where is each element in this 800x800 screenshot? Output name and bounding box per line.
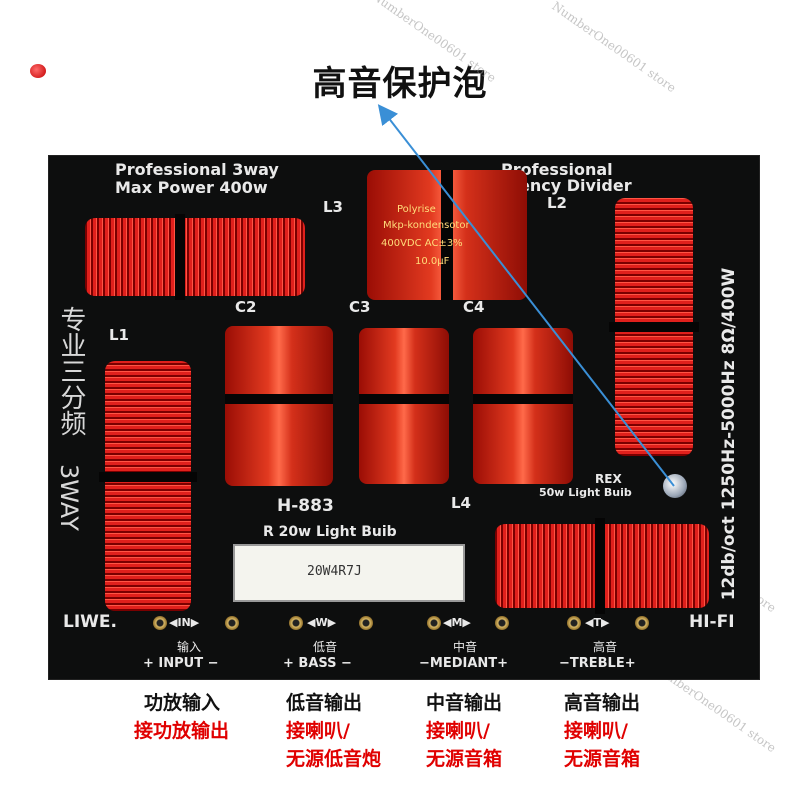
cap-band [359,394,449,404]
label-mid-desc-2: 无源音箱 [426,748,503,770]
terminal-tag-mid: ◀M▶ [443,616,471,629]
resistor-print: 20W4R7J [307,564,362,579]
label-bass-desc-1: 接喇叭/ [286,720,350,742]
terminal-en-input: + INPUT − [143,656,219,671]
label-treble-desc-1: 接喇叭/ [564,720,628,742]
brand-hifi: HI-FI [689,612,735,632]
terminal-tag-treble: ◀T▶ [585,616,610,629]
terminal-mid-minus[interactable] [427,616,441,630]
capacitor-c4 [473,328,573,484]
label-treble-title: 高音输出 [564,692,641,714]
terminal-bass-minus[interactable] [359,616,373,630]
coil-l1 [105,361,191,611]
terminal-en-treble: −TREBLE+ [559,656,636,671]
terminal-cn-treble: 高音 [593,640,618,654]
coil-tie [595,518,605,614]
cap-main-text-2: Mkp-kondensotor [383,220,470,231]
terminal-treble-minus[interactable] [567,616,581,630]
cap-main-text-3: 400VDC AC±3% [381,238,463,249]
coil-tie [99,472,197,482]
terminal-cn-mid: 中音 [453,640,478,654]
board-title-line-2: Max Power 400w [115,178,268,197]
coil-l3-label: L3 [323,198,343,216]
coil-tie [609,322,699,332]
terminal-bass-plus[interactable] [289,616,303,630]
cap-main-text-4: 10.0μF [415,256,450,267]
model-label: H-883 [277,496,334,516]
terminal-en-bass: + BASS − [283,656,352,671]
cap-main-text-1: Polyrise [397,204,436,215]
cap-band [473,394,573,404]
label-bass-desc-2: 无源低音炮 [286,748,382,770]
terminal-en-mid: −MEDIANT+ [419,656,509,671]
coil-l4-label: L4 [451,494,471,512]
terminal-tag-input: ◀IN▶ [169,616,200,629]
rex-label: REX [595,472,622,486]
terminal-input-plus[interactable] [153,616,167,630]
crossover-board: Professional 3way Max Power 400w Profess… [48,155,760,680]
terminal-tag-bass: ◀W▶ [307,616,337,629]
ceramic-resistor: 20W4R7J [233,544,465,602]
arrow-line [377,104,675,487]
label-input-title: 功放输入 [144,692,221,714]
coil-l2-label: L2 [547,194,567,212]
capacitor-c2 [225,326,333,486]
rex-bulb-label: 50w Light Buib [539,486,632,499]
terminal-cn-bass: 低音 [313,640,338,654]
resistor-label: R 20w Light Buib [263,524,397,540]
coil-l1-label: L1 [109,326,129,344]
cap-c2-label: C2 [235,298,257,316]
coil-tie [175,214,185,300]
cap-c3-label: C3 [349,298,371,316]
board-title-right-1: Professional [501,160,613,179]
capacitor-c3 [359,328,449,484]
red-tag-icon [30,64,46,78]
terminal-treble-plus[interactable] [635,616,649,630]
board-title-right-2: ency Divider [519,176,632,195]
label-mid-title: 中音输出 [426,692,503,714]
coil-l3 [85,218,305,296]
cap-c4-label: C4 [463,298,485,316]
brand-lwe: LIWE. [63,612,117,632]
headline: 高音保护泡 [312,64,488,104]
terminal-mid-plus[interactable] [495,616,509,630]
terminal-input-minus[interactable] [225,616,239,630]
label-mid-desc-1: 接喇叭/ [426,720,490,742]
label-treble-desc-2: 无源音箱 [564,748,641,770]
cap-band [225,394,333,404]
label-bass-title: 低音输出 [286,692,363,714]
terminal-cn-input: 输入 [177,640,202,654]
label-input-desc: 接功放输出 [134,720,230,742]
side-cn-text: 专业三分频 [56,306,86,436]
board-title-line-1: Professional 3way [115,160,279,179]
side-3way-text: 3WAY [55,464,83,531]
cap-band [441,170,453,300]
